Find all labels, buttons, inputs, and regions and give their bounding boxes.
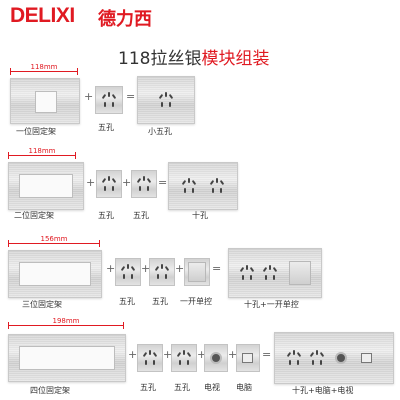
five-hole-socket-module xyxy=(137,344,163,372)
five-hole-socket-icon xyxy=(135,175,153,193)
result-label: 十孔+电脑+电视 xyxy=(292,386,354,395)
equals-sign: = xyxy=(212,262,222,275)
five-hole-socket-module xyxy=(115,258,141,286)
five-hole-socket-icon xyxy=(100,175,118,193)
plus-sign: + xyxy=(228,348,238,361)
module-label: 五孔 xyxy=(119,297,135,306)
frame-one-slot xyxy=(10,78,80,124)
brand-logo: DELIXI xyxy=(10,4,75,27)
plus-sign: + xyxy=(106,262,116,275)
five-hole-socket-icon xyxy=(119,263,137,281)
frame-four-slot xyxy=(8,334,126,382)
title-main: 118拉丝银 xyxy=(118,49,202,69)
frame-label: 二位固定架 xyxy=(14,211,54,220)
brand-chinese-name: 德力西 xyxy=(98,9,152,30)
switch-icon xyxy=(188,262,206,282)
plus-sign: + xyxy=(141,262,151,275)
module-label: 五孔 xyxy=(98,123,114,132)
equals-sign: = xyxy=(262,348,272,361)
module-label: 五孔 xyxy=(98,211,114,220)
five-hole-socket-module xyxy=(171,344,197,372)
five-hole-socket-module xyxy=(95,86,123,114)
five-hole-socket-module xyxy=(149,258,175,286)
five-hole-socket-icon xyxy=(285,349,303,367)
network-port-icon xyxy=(242,353,253,363)
module-label: 一开单控 xyxy=(180,297,212,306)
result-panel xyxy=(274,332,394,384)
switch-icon xyxy=(289,261,311,285)
switch-module xyxy=(184,258,210,286)
frame-three-slot xyxy=(8,250,102,298)
plus-sign: + xyxy=(84,90,94,103)
five-hole-socket-module xyxy=(96,170,122,198)
five-hole-socket-icon xyxy=(175,349,193,367)
plus-sign: + xyxy=(197,348,207,361)
frame-label: 四位固定架 xyxy=(30,386,70,395)
row-one-slot: 118mm 一位固定架 + 五孔 = 小五孔 xyxy=(0,63,400,144)
row-three-slot: 156mm 三位固定架 + 五孔 + 五孔 + 一开单控 = xyxy=(0,234,400,314)
result-label: 小五孔 xyxy=(148,127,172,136)
network-port-icon xyxy=(361,353,372,363)
frame-slot xyxy=(35,91,57,113)
dimension-marker: 118mm xyxy=(10,63,78,76)
module-label: 五孔 xyxy=(152,297,168,306)
five-hole-socket-icon xyxy=(208,177,226,195)
module-label: 五孔 xyxy=(140,383,156,392)
five-hole-socket-icon xyxy=(308,349,326,367)
five-hole-socket-icon xyxy=(141,349,159,367)
result-label: 十孔+一开单控 xyxy=(244,300,299,309)
frame-slot xyxy=(19,262,91,286)
five-hole-socket-icon xyxy=(153,263,171,281)
title-accent: 模块组装 xyxy=(201,49,270,69)
five-hole-socket-module xyxy=(131,170,157,198)
header: DELIXI 德力西 xyxy=(0,0,400,36)
tv-port-icon xyxy=(210,352,222,364)
tv-port-icon xyxy=(335,352,347,364)
tv-port-module xyxy=(204,344,228,372)
frame-slot xyxy=(19,346,115,370)
module-label: 电脑 xyxy=(236,383,252,392)
dimension-marker: 118mm xyxy=(8,147,76,160)
frame-label: 一位固定架 xyxy=(16,127,56,136)
equals-sign: = xyxy=(126,90,136,103)
row-two-slot: 118mm 二位固定架 + 五孔 + 五孔 = xyxy=(0,147,400,230)
network-port-module xyxy=(236,344,260,372)
frame-label: 三位固定架 xyxy=(22,300,62,309)
plus-sign: + xyxy=(163,348,173,361)
module-label: 五孔 xyxy=(174,383,190,392)
row-four-slot: 198mm 四位固定架 + 五孔 + 五孔 + 电视 + 电脑 = xyxy=(0,317,400,400)
plus-sign: + xyxy=(128,348,138,361)
plus-sign: + xyxy=(175,262,185,275)
five-hole-socket-icon xyxy=(180,177,198,195)
result-panel xyxy=(137,76,195,124)
result-label: 十孔 xyxy=(192,211,208,220)
dimension-marker: 156mm xyxy=(8,235,100,248)
result-panel xyxy=(168,162,238,210)
dimension-marker: 198mm xyxy=(8,317,124,330)
five-hole-socket-icon xyxy=(238,264,256,282)
module-label: 电视 xyxy=(204,383,220,392)
result-panel xyxy=(228,248,322,298)
five-hole-socket-icon xyxy=(157,91,175,109)
plus-sign: + xyxy=(86,176,96,189)
frame-slot xyxy=(19,174,73,198)
module-label: 五孔 xyxy=(133,211,149,220)
five-hole-socket-icon xyxy=(100,91,118,109)
equals-sign: = xyxy=(158,176,168,189)
plus-sign: + xyxy=(122,176,132,189)
five-hole-socket-icon xyxy=(261,264,279,282)
frame-two-slot xyxy=(8,162,84,210)
page-title: 118拉丝银模块组装 xyxy=(118,44,269,69)
